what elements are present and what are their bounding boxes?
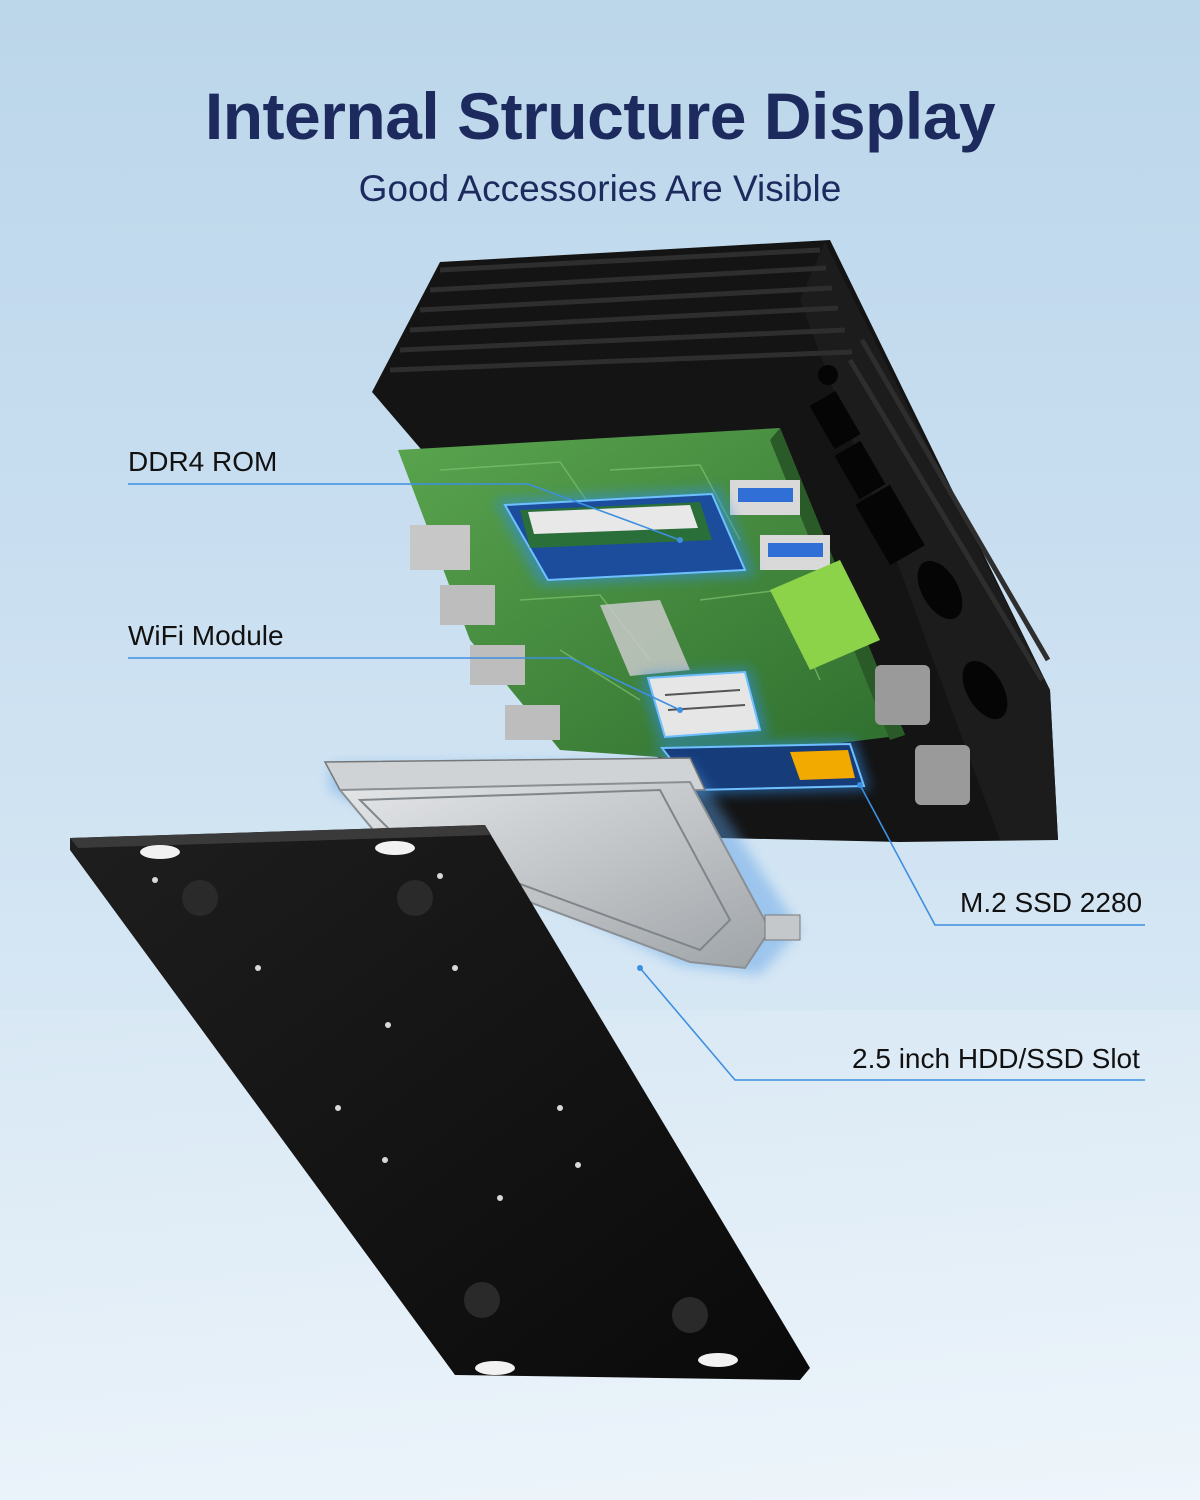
wifi-leader-line [128, 657, 681, 711]
callout-hdd-slot: 2.5 inch HDD/SSD Slot [852, 1043, 1140, 1074]
wifi-module [640, 668, 768, 742]
callout-ddr4-rom: DDR4 ROM [128, 446, 278, 477]
ethernet-port [505, 705, 560, 740]
ethernet-port [440, 585, 495, 625]
hdd-leader-line [639, 967, 1145, 1081]
ethernet-port [410, 525, 470, 570]
ethernet-port [470, 645, 525, 685]
page-subtitle: Good Accessories Are Visible [358, 168, 842, 209]
ddr4-leader-line [128, 483, 681, 541]
com-connector [915, 745, 970, 805]
page-title: Internal Structure Display [204, 79, 996, 153]
ddr4-ram-module [495, 488, 755, 585]
bottom-plate [70, 825, 810, 1380]
callout-leader-lines [128, 483, 1145, 1081]
m2-leader-line [859, 784, 1145, 926]
com-connector [875, 665, 930, 725]
callout-wifi-module: WiFi Module [128, 620, 284, 651]
callout-m2-ssd: M.2 SSD 2280 [960, 887, 1143, 918]
m2-ssd [655, 740, 870, 795]
terminal-block [770, 560, 880, 670]
